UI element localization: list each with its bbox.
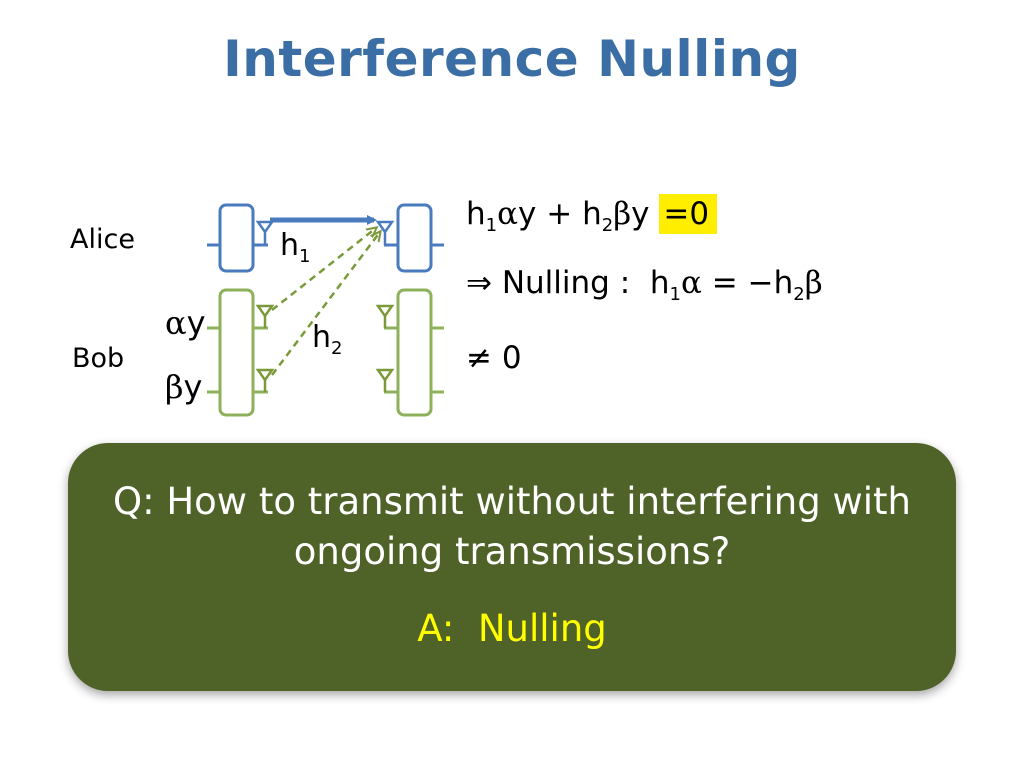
channel-h1-label: h1: [280, 228, 311, 267]
bob-receiver: [375, 288, 444, 417]
signal-y: y: [186, 304, 206, 342]
channel-h2-label: h2: [312, 320, 343, 359]
signal-y: y: [183, 368, 203, 406]
highlighted-zero: =0: [659, 194, 718, 234]
beta-y-signal: βy: [165, 368, 202, 406]
interference-arrow-1: [271, 228, 376, 311]
nulling-condition: ⇒ Nulling : h1α = −h2β: [466, 265, 823, 306]
interference-arrow-2: [271, 232, 380, 376]
beta-symbol: β: [165, 368, 184, 406]
qa-callout: Q: How to transmit without interfering w…: [68, 443, 956, 691]
bob-transmitter: [207, 288, 275, 417]
alice-label: Alice: [70, 224, 135, 255]
nonzero-note: ≠ 0: [466, 340, 522, 376]
alpha-y-signal: αy: [165, 304, 206, 342]
interference-equation: h1αy + h2βy =0: [466, 194, 718, 236]
answer-text: A: Nulling: [417, 607, 607, 650]
bob-label: Bob: [72, 343, 125, 374]
slide-title: Interference Nulling: [223, 30, 801, 88]
alpha-symbol: α: [165, 304, 187, 342]
question-text: Q: How to transmit without interfering w…: [113, 480, 911, 573]
alice-transmitter: [207, 203, 275, 273]
alice-receiver: [375, 203, 444, 273]
